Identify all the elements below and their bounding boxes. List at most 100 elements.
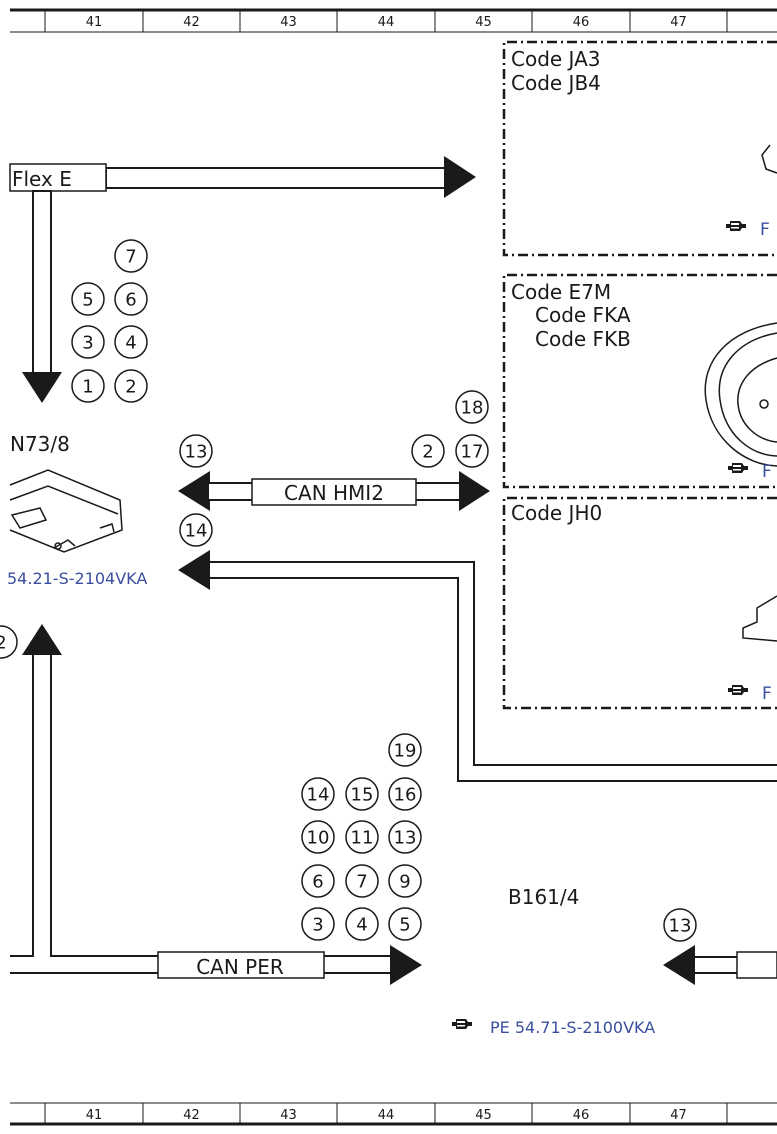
pin-group-hmi: 13 18 2 17 14 — [179, 390, 489, 547]
code-label: Code FKB — [535, 327, 631, 351]
pin-number: 2 — [0, 633, 7, 654]
can-hmi2-bus: CAN HMI2 — [178, 471, 490, 511]
pin-number: 5 — [399, 915, 410, 936]
pin-number-circle: 2 — [114, 369, 148, 403]
pin-number: 4 — [125, 333, 136, 354]
pin-number: 14 — [307, 785, 330, 806]
component-sketch — [742, 595, 777, 642]
pin-group-flex: 7 5 6 3 4 1 2 — [71, 239, 148, 403]
pin-number-circle: 13 — [388, 820, 422, 854]
pin-number-circle: 6 — [114, 282, 148, 316]
pin-number-circle: 5 — [388, 907, 422, 941]
code-label: Code FKA — [535, 303, 631, 327]
pin-number: 3 — [82, 333, 93, 354]
bus-label: Flex E — [12, 167, 72, 191]
pin-number: 1 — [82, 377, 93, 398]
pin-number: 3 — [312, 915, 323, 936]
column-number: 44 — [378, 1108, 395, 1123]
pin-number-circle: 3 — [301, 907, 335, 941]
pin-number: 15 — [351, 785, 374, 806]
component-sketch — [761, 144, 777, 174]
column-number: 42 — [183, 15, 200, 30]
pin-number: 17 — [461, 442, 484, 463]
pin-number: 5 — [82, 290, 93, 311]
column-number: 43 — [280, 15, 297, 30]
pin-number-circle: 7 — [345, 864, 379, 898]
lower-return-line — [178, 550, 777, 782]
column-number: 46 — [573, 1108, 590, 1123]
pin-number-circle: 14 — [179, 513, 213, 547]
code-label: Code JB4 — [511, 71, 601, 95]
component-label: B161/4 — [508, 885, 579, 909]
reference-link[interactable]: F — [760, 220, 770, 240]
column-number: 47 — [670, 15, 687, 30]
component-label: N73/8 — [10, 432, 70, 456]
code-label: Code JH0 — [511, 501, 602, 525]
flex-e-bus: Flex E — [9, 156, 476, 403]
pin-number-circle: 5 — [71, 282, 105, 316]
bottom-reference-link[interactable]: PE 54.71-S-2100VKA — [490, 1018, 655, 1037]
column-number: 46 — [573, 15, 590, 30]
bottom-column-strip: 41 42 43 44 45 46 47 — [10, 1102, 777, 1126]
pin-number: 14 — [185, 521, 208, 542]
pin-number-circle: 2 — [0, 625, 18, 659]
pin-number: 2 — [422, 442, 433, 463]
code-label: Code JA3 — [511, 47, 601, 71]
pin-number: 13 — [669, 916, 692, 937]
pin-number-circle: 15 — [345, 777, 379, 811]
column-number: 41 — [86, 15, 103, 30]
pin-number-circle: 4 — [114, 325, 148, 359]
control-unit-sketch — [9, 469, 123, 553]
reference-link[interactable]: F — [762, 684, 772, 704]
pin-number: 9 — [399, 872, 410, 893]
pin-number: 13 — [185, 442, 208, 463]
display-unit-sketch — [704, 322, 777, 467]
pin-number-circle: 13 — [179, 434, 213, 468]
bus-label-box — [9, 163, 107, 192]
bus-label-box — [157, 951, 325, 979]
pin-number-circle: 13 — [663, 908, 697, 942]
pin-number: 16 — [394, 785, 417, 806]
pin-number-circle: 3 — [71, 325, 105, 359]
can-per-bus: CAN PER — [10, 624, 422, 985]
pin-group-b161: 13 — [663, 908, 697, 942]
pin-number-circle: 1 — [71, 369, 105, 403]
pin-number: 7 — [125, 247, 136, 268]
pin-number: 4 — [356, 915, 367, 936]
pin-number: 11 — [351, 828, 374, 849]
column-number: 41 — [86, 1108, 103, 1123]
pin-number-circle: 19 — [388, 733, 422, 767]
module-box-lower: Code JH0 F — [502, 496, 777, 710]
pin-number: 13 — [394, 828, 417, 849]
reference-pointer-icon — [728, 685, 748, 695]
reference-link[interactable]: F — [762, 462, 772, 482]
column-number: 44 — [378, 15, 395, 30]
pin-number-circle: 4 — [345, 907, 379, 941]
pin-number: 10 — [307, 828, 330, 849]
bus-label: CAN PER — [196, 955, 284, 979]
pin-number: 2 — [125, 377, 136, 398]
column-number: 47 — [670, 1108, 687, 1123]
column-number: 42 — [183, 1108, 200, 1123]
pin-number-circle: 10 — [301, 820, 335, 854]
b161-bus-arrow — [663, 945, 777, 985]
column-number: 43 — [280, 1108, 297, 1123]
pin-number-circle: 11 — [345, 820, 379, 854]
reference-pointer-icon — [452, 1019, 472, 1029]
column-number: 45 — [475, 1108, 492, 1123]
pin-number: 18 — [461, 398, 484, 419]
reference-pointer-icon — [728, 463, 748, 473]
component-reference-link[interactable]: 54.21-S-2104VKA — [7, 569, 147, 588]
pin-number-circle: 16 — [388, 777, 422, 811]
pin-number: 6 — [125, 290, 136, 311]
module-box-middle: Code E7M Code FKA Code FKB F — [502, 273, 777, 489]
pin-number: 6 — [312, 872, 323, 893]
pin-number: 19 — [394, 741, 417, 762]
pin-number: 7 — [356, 872, 367, 893]
pin-number-circle: 18 — [455, 390, 489, 424]
reference-pointer-icon — [726, 221, 746, 231]
pin-group-per: 2 19 14 15 16 10 11 13 6 7 9 3 4 5 — [0, 625, 422, 941]
pin-number-circle: 14 — [301, 777, 335, 811]
